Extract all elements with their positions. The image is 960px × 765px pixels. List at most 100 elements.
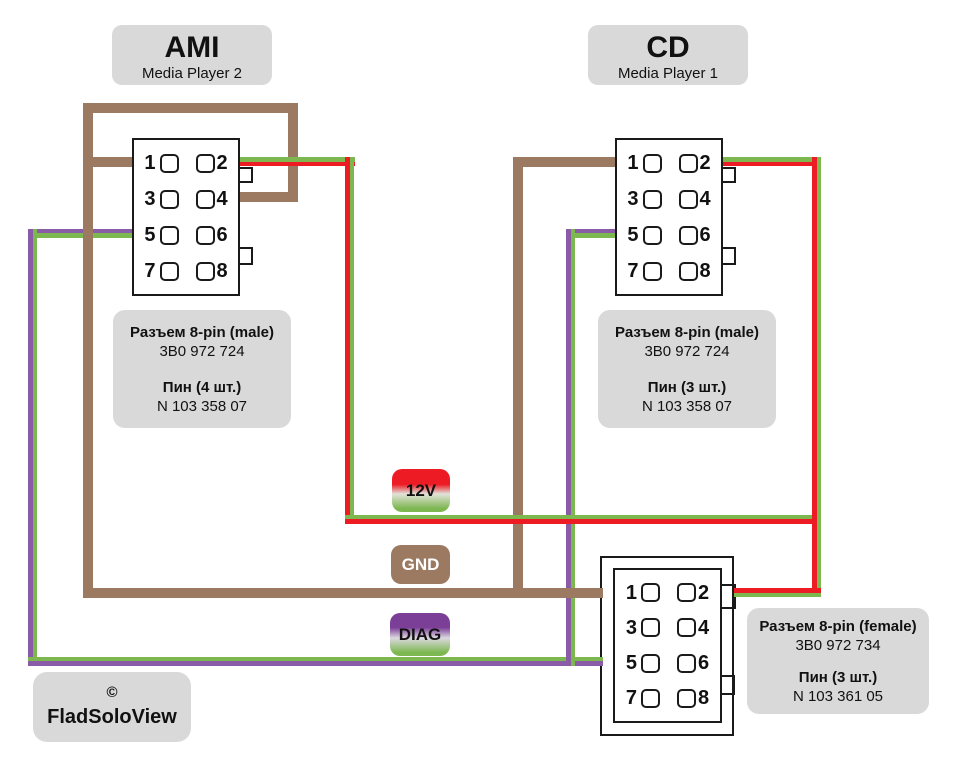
diag-wire-cd-purple: [566, 228, 615, 233]
cd-connector-tab-lower: [721, 247, 736, 265]
ami-pin-2-label: 2: [216, 152, 228, 174]
ami-pin-7-socket: [159, 261, 179, 281]
female-pin-1-label: 1: [625, 581, 637, 604]
cd-pin-1-label: 1: [627, 152, 639, 174]
v12-wire-ami-red: [240, 161, 355, 166]
cd-connector-tab-upper: [721, 167, 736, 183]
power-12v-badge: 12V: [392, 469, 450, 512]
gnd-wire-ami-pin1: [93, 157, 132, 167]
ami-pin-6-label: 6: [216, 224, 228, 246]
v12-wire-female-green: [734, 592, 821, 597]
v12-wire-cd-green: [723, 157, 821, 162]
female-pin-row-1: 1 2: [615, 583, 720, 603]
female-pin-4-socket: [677, 618, 696, 638]
female-pin-8-label: 8: [698, 687, 710, 710]
cd-connector-info-box: Разъем 8-pin (male) 3B0 972 724 Пин (3 ш…: [598, 310, 776, 428]
female-connector-type: Разъем 8-pin (female): [759, 618, 917, 635]
female-pin-count: Пин (3 шт.): [798, 669, 878, 686]
ami-pin-count: Пин (4 шт.): [162, 379, 242, 396]
cd-pin-row-3: 5 6: [617, 225, 721, 245]
diag-wire-ami-purple: [28, 228, 132, 233]
female-connector-part-number: 3B0 972 734: [795, 637, 881, 654]
ami-pin-3-socket: [159, 189, 179, 209]
cd-pin-6-label: 6: [699, 224, 711, 246]
cd-pin-4-label: 4: [699, 188, 711, 210]
ami-connector-type: Разъем 8-pin (male): [130, 324, 274, 341]
gnd-wire-left-vertical: [83, 103, 93, 598]
female-pin-2-socket: [677, 583, 696, 603]
cd-pin-2-socket: [678, 153, 698, 173]
v12-wire-rail-green: [345, 514, 821, 519]
gnd-wire-cd-vertical: [513, 157, 523, 598]
diag-wire-cd-vertical-green: [570, 228, 575, 666]
cd-pin-count: Пин (3 шт.): [647, 379, 727, 396]
cd-connector-part-number: 3B0 972 724: [644, 343, 730, 360]
ami-pin-4-label: 4: [216, 188, 228, 210]
ami-pin-row-4: 7 8: [134, 261, 238, 281]
cd-connector: 1 2 3 4 5 6 7 8: [615, 138, 723, 296]
ami-pin-row-1: 1 2: [134, 153, 238, 173]
female-pin-row-4: 7 8: [615, 688, 720, 708]
cd-pin-row-1: 1 2: [617, 153, 721, 173]
female-pin-7-socket: [641, 688, 660, 708]
female-pin-part-number: N 103 361 05: [792, 688, 884, 705]
ami-connector-part-number: 3B0 972 724: [159, 343, 245, 360]
v12-wire-ami-vertical-green: [349, 157, 354, 523]
cd-pin-5-socket: [642, 225, 662, 245]
gnd-wire-cd-pin1: [523, 157, 615, 167]
gnd-wire-ami-pin4: [240, 192, 298, 202]
cd-pin-2-label: 2: [699, 152, 711, 174]
v12-wire-cd-vertical-red: [812, 157, 817, 597]
gnd-wire-loop-vertical: [288, 103, 298, 202]
ami-title-box: AMI Media Player 2: [112, 25, 272, 85]
cd-pin-7-label: 7: [627, 260, 639, 282]
v12-wire-ami-vertical-red: [345, 157, 350, 523]
ami-pin-part-number: N 103 358 07: [156, 398, 248, 415]
female-pin-5-socket: [641, 653, 660, 673]
ami-connector: 1 2 3 4 5 6 7 8: [132, 138, 240, 296]
female-pin-7-label: 7: [625, 687, 637, 710]
diag-wire-left-vertical-purple: [28, 228, 33, 666]
cd-pin-5-label: 5: [627, 224, 639, 246]
diag-wire-cd-green: [566, 233, 615, 238]
ami-pin-3-label: 3: [144, 188, 156, 210]
watermark-box: © FladSoloView: [33, 672, 191, 742]
female-connector-info-box: Разъем 8-pin (female) 3B0 972 734 Пин (3…: [747, 608, 929, 714]
ami-pin-1-socket: [159, 153, 179, 173]
ami-connector-info-box: Разъем 8-pin (male) 3B0 972 724 Пин (4 ш…: [113, 310, 291, 428]
cd-pin-3-label: 3: [627, 188, 639, 210]
cd-subtitle: Media Player 1: [617, 65, 719, 82]
female-pin-6-label: 6: [698, 652, 710, 675]
ami-title: AMI: [164, 31, 220, 64]
ami-subtitle: Media Player 2: [141, 65, 243, 82]
gnd-wire-rail: [83, 588, 603, 598]
ami-pin-1-label: 1: [144, 152, 156, 174]
diag-wire-left-vertical-green: [32, 228, 37, 666]
female-pin-3-socket: [641, 618, 660, 638]
female-pin-8-socket: [677, 688, 696, 708]
female-pin-row-3: 5 6: [615, 653, 720, 673]
diag-wire-cd-vertical-purple: [566, 228, 571, 666]
cd-title-box: CD Media Player 1: [588, 25, 748, 85]
ami-pin-2-socket: [195, 153, 215, 173]
copyright-icon: ©: [106, 684, 118, 701]
gnd-wire-top: [83, 103, 298, 113]
ami-pin-5-label: 5: [144, 224, 156, 246]
v12-wire-rail-red: [345, 519, 821, 524]
v12-wire-ami-green: [240, 157, 355, 162]
diag-wire-rail-purple: [28, 661, 603, 666]
ami-pin-row-2: 3 4: [134, 189, 238, 209]
diag-wire-ami-green: [28, 233, 132, 238]
ami-pin-5-socket: [159, 225, 179, 245]
cd-pin-4-socket: [678, 189, 698, 209]
ground-badge: GND: [391, 545, 450, 584]
ami-pin-7-label: 7: [144, 260, 156, 282]
cd-pin-row-2: 3 4: [617, 189, 721, 209]
cd-title: CD: [646, 31, 690, 64]
cd-connector-type: Разъем 8-pin (male): [615, 324, 759, 341]
ami-connector-tab-lower: [238, 247, 253, 265]
cd-pin-6-socket: [678, 225, 698, 245]
cd-pin-row-4: 7 8: [617, 261, 721, 281]
diagnostic-badge: DIAG: [390, 613, 450, 656]
